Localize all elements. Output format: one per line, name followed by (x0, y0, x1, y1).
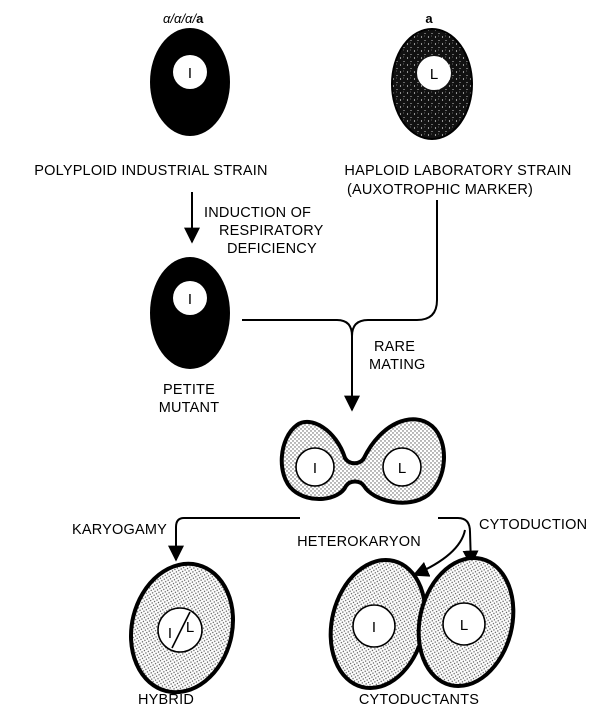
petite-nucleus-label: I (188, 291, 192, 308)
hybrid-cell: I L (118, 553, 246, 703)
heterokaryon-nucleus-laboratory-label: L (398, 460, 406, 477)
lab-strain-label-line1: HAPLOID LABORATORY STRAIN (344, 163, 571, 179)
induction-label-line3: DEFICIENCY (227, 241, 317, 257)
induction-label-line1: INDUCTION OF (204, 205, 311, 221)
lab-to-mating-line (352, 200, 437, 336)
hybrid-nucleus (158, 608, 202, 652)
industrial-nucleus-label: I (188, 65, 192, 82)
lab-strain-label-line2: (AUXOTROPHIC MARKER) (347, 182, 533, 198)
karyogamy-arrow (176, 518, 300, 560)
hybrid-nucleus-laboratory-label: L (186, 619, 194, 636)
industrial-genotype-label: α/α/α/a (163, 11, 204, 26)
cytoduction-label: CYTODUCTION (479, 517, 587, 533)
laboratory-strain-cell: a L (392, 11, 472, 139)
heterokaryon-nucleus-industrial-label: I (313, 460, 317, 477)
petite-mutant-cell: I (150, 257, 230, 369)
karyogamy-label: KARYOGAMY (72, 522, 167, 538)
rare-mating-label-line2: MATING (369, 357, 426, 373)
heterokaryon-cell: I L (282, 419, 444, 502)
rare-mating-label-line1: RARE (374, 339, 415, 355)
induction-label-line2: RESPIRATORY (219, 223, 324, 239)
industrial-strain-label: POLYPLOID INDUSTRIAL STRAIN (34, 163, 267, 179)
cytoductant-industrial-nucleus-label: I (372, 619, 376, 636)
industrial-strain-cell: α/α/α/a I (150, 11, 230, 136)
laboratory-nucleus-label: L (430, 66, 438, 83)
petite-label-line1: PETITE (163, 382, 215, 398)
hybrid-nucleus-industrial-label: I (168, 625, 172, 642)
laboratory-genotype-label: a (425, 11, 433, 26)
petite-label-line2: MUTANT (159, 400, 220, 416)
cytoductants-label: CYTODUCTANTS (359, 692, 479, 708)
heterokaryon-label: HETEROKARYON (297, 534, 421, 550)
hybrid-label: HYBRID (138, 692, 194, 708)
cytoductant-laboratory-nucleus-label: L (460, 617, 468, 634)
petite-to-mating-line (242, 320, 352, 410)
